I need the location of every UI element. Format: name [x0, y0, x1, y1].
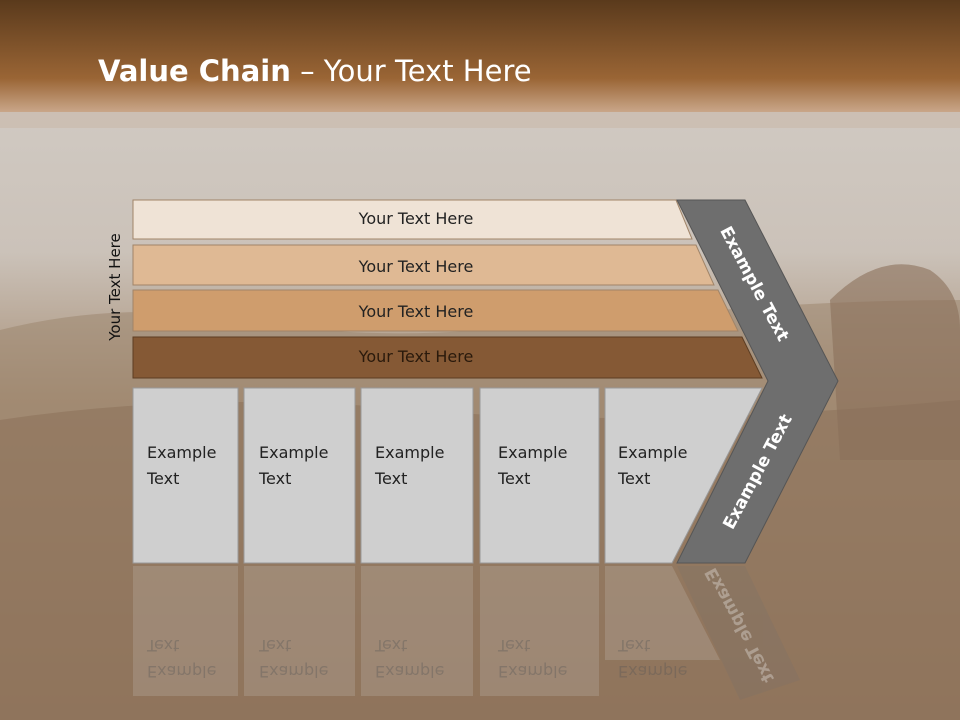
box-4-line1: Example: [498, 443, 568, 462]
box-3-line2: Text: [375, 469, 408, 488]
bar-2-shape: [132, 244, 715, 286]
bar-4-shape: [132, 336, 763, 379]
bar-3-shape: [132, 289, 739, 332]
box-4-refl-line2: Text: [498, 636, 531, 655]
bar-2-label: Your Text Here: [358, 257, 474, 276]
box-5-line2: Text: [618, 469, 651, 488]
box-2-refl-line1: Example: [259, 662, 329, 681]
title-rest: – Your Text Here: [290, 54, 532, 88]
box-1-reflection: Example Text: [147, 632, 216, 684]
box-4-refl-line1: Example: [498, 662, 568, 681]
bar-4-label: Your Text Here: [358, 347, 474, 366]
box-1-line2: Text: [147, 469, 180, 488]
box-5-reflection: Example Text: [618, 632, 687, 684]
box-4-reflection: Example Text: [498, 632, 567, 684]
box-3-refl-line2: Text: [375, 636, 408, 655]
box-3-reflection: Example Text: [375, 632, 444, 684]
box-5-shape: [604, 387, 763, 564]
box-4-shape: [479, 387, 600, 564]
slide-title: Value Chain – Your Text Here: [98, 54, 532, 88]
side-label: Your Text Here: [106, 233, 124, 341]
box-5-refl-line2: Text: [618, 636, 651, 655]
box-5-line1: Example: [618, 443, 688, 462]
bar-3-label: Your Text Here: [358, 302, 474, 321]
box-2-line1: Example: [259, 443, 329, 462]
value-chain-diagram: [132, 199, 839, 700]
box-3-line1: Example: [375, 443, 445, 462]
box-2-refl-line2: Text: [259, 636, 292, 655]
box-4-line2: Text: [498, 469, 531, 488]
box-1-shape: [132, 387, 239, 564]
box-3-refl-line1: Example: [375, 662, 445, 681]
bar-1-shape: [132, 199, 693, 240]
chevron-arrow: [676, 199, 839, 564]
box-1-refl-line1: Example: [147, 662, 217, 681]
box-2-line2: Text: [259, 469, 292, 488]
box-5-refl-line1: Example: [618, 662, 688, 681]
box-2-shape: [243, 387, 356, 564]
box-1-refl-line2: Text: [147, 636, 180, 655]
bar-1-label: Your Text Here: [358, 209, 474, 228]
box-2-reflection: Example Text: [259, 632, 328, 684]
box-1-line1: Example: [147, 443, 217, 462]
box-3-shape: [360, 387, 474, 564]
title-bold: Value Chain: [98, 54, 291, 88]
